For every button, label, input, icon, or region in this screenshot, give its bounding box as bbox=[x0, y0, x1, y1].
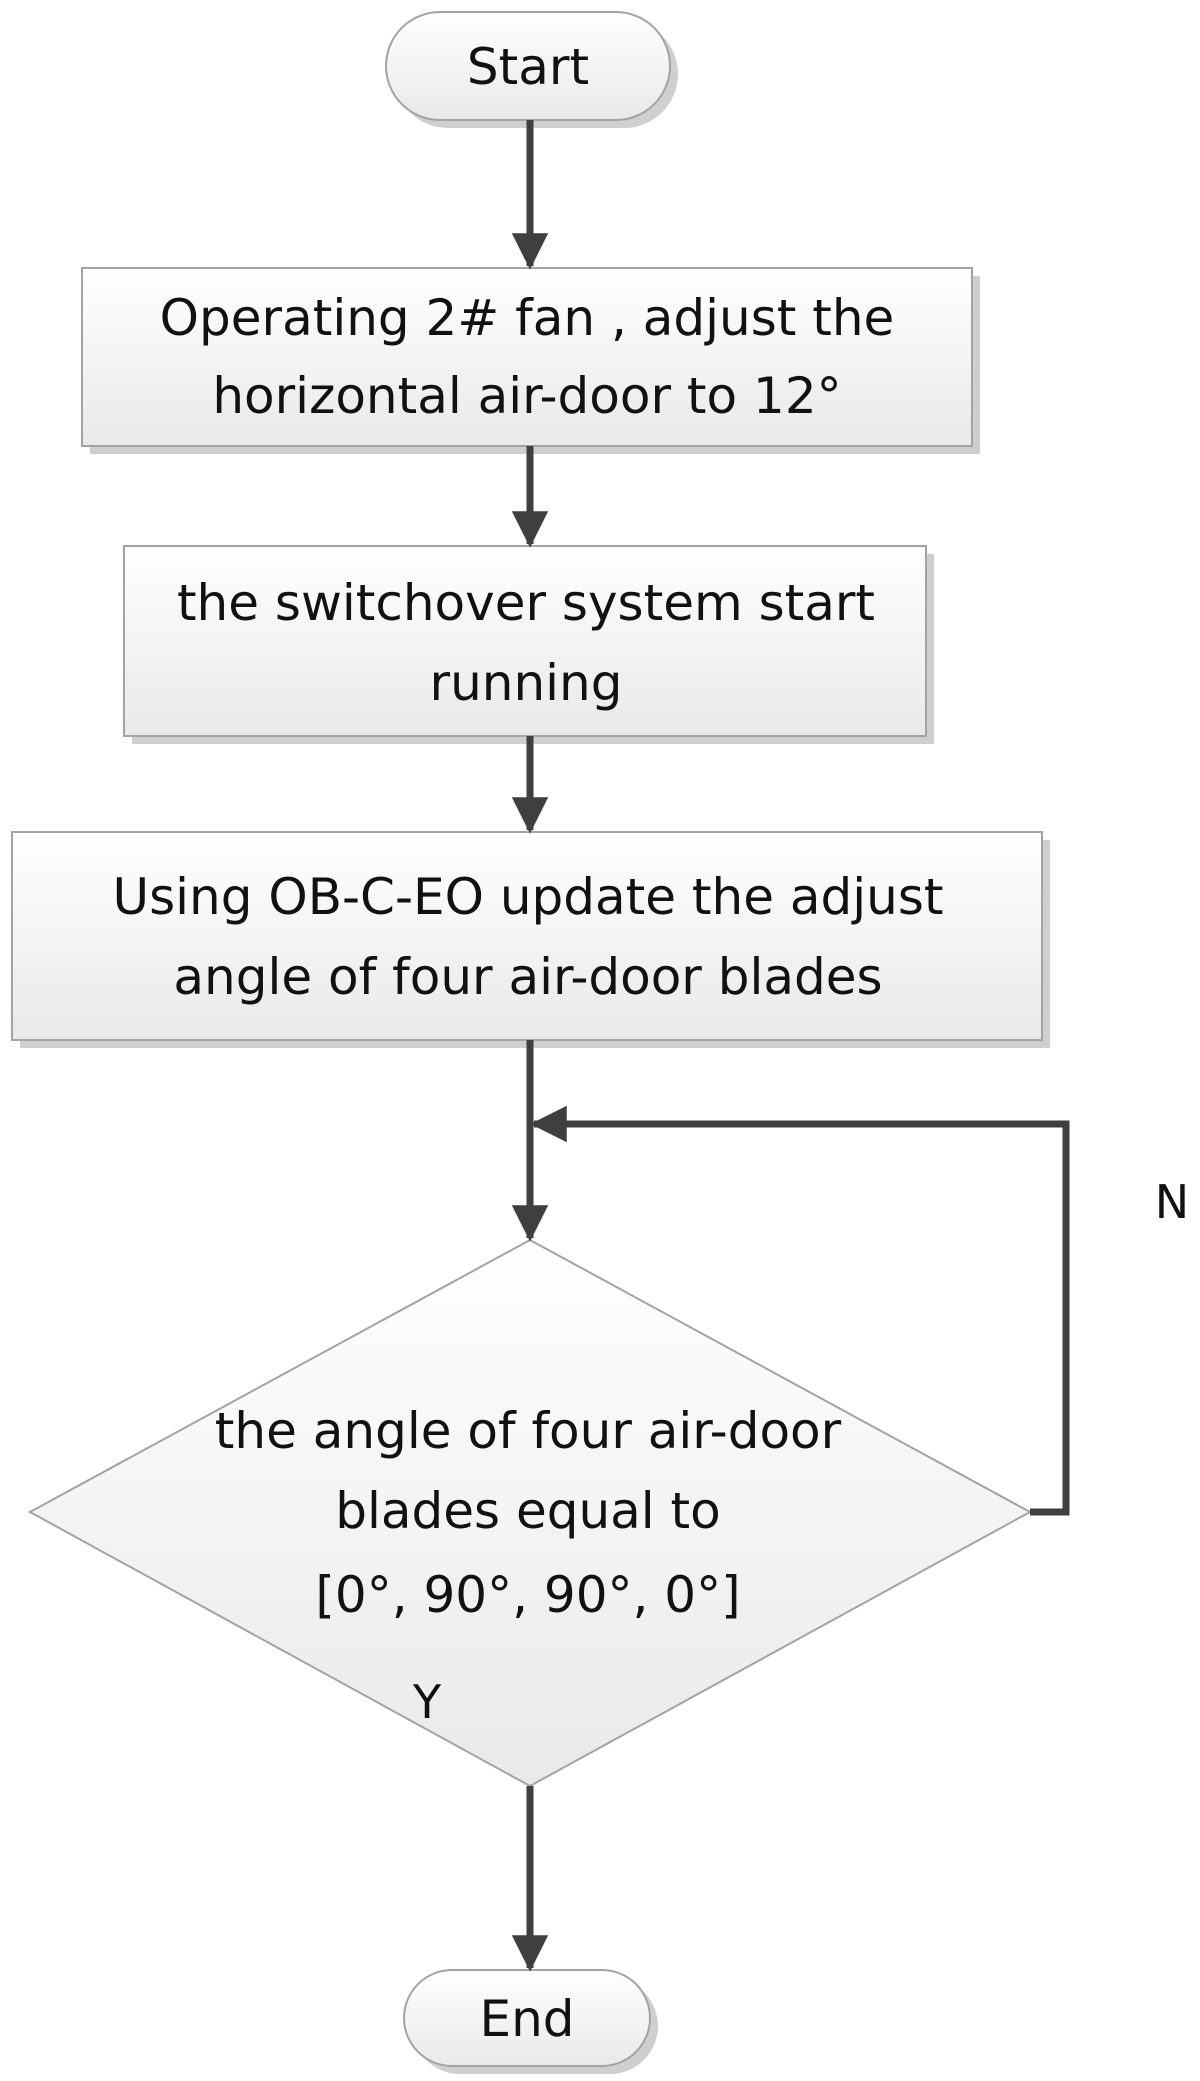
step-3-line-1: Using OB-C-EO update the adjust bbox=[113, 868, 944, 926]
end-node: End bbox=[403, 1969, 658, 2074]
start-label: Start bbox=[467, 38, 589, 96]
yes-branch-label: Y bbox=[412, 1675, 442, 1729]
step-2-line-2: running bbox=[430, 654, 623, 712]
process-step-3: Using OB-C-EO update the adjust angle of… bbox=[11, 831, 1050, 1048]
step-2-line-1: the switchover system start bbox=[177, 574, 875, 632]
process-step-1: Operating 2# fan , adjust the horizontal… bbox=[81, 267, 980, 454]
process-step-2: the switchover system start running bbox=[123, 545, 934, 744]
decision-line-1: the angle of four air-door bbox=[215, 1402, 842, 1460]
step-1-line-1: Operating 2# fan , adjust the bbox=[160, 289, 895, 347]
decision-line-3: [0°, 90°, 90°, 0°] bbox=[315, 1566, 740, 1624]
arrow-decision-no-loop bbox=[530, 1105, 1070, 1516]
start-node: Start bbox=[385, 11, 678, 128]
step-1-line-2: horizontal air-door to 12° bbox=[212, 367, 841, 425]
decision-node: the angle of four air-door blades equal … bbox=[27, 1238, 1033, 1788]
step-3-line-2: angle of four air-door blades bbox=[173, 948, 882, 1006]
no-branch-label: N bbox=[1155, 1175, 1189, 1229]
end-label: End bbox=[479, 1990, 574, 2048]
decision-line-2: blades equal to bbox=[335, 1482, 721, 1540]
